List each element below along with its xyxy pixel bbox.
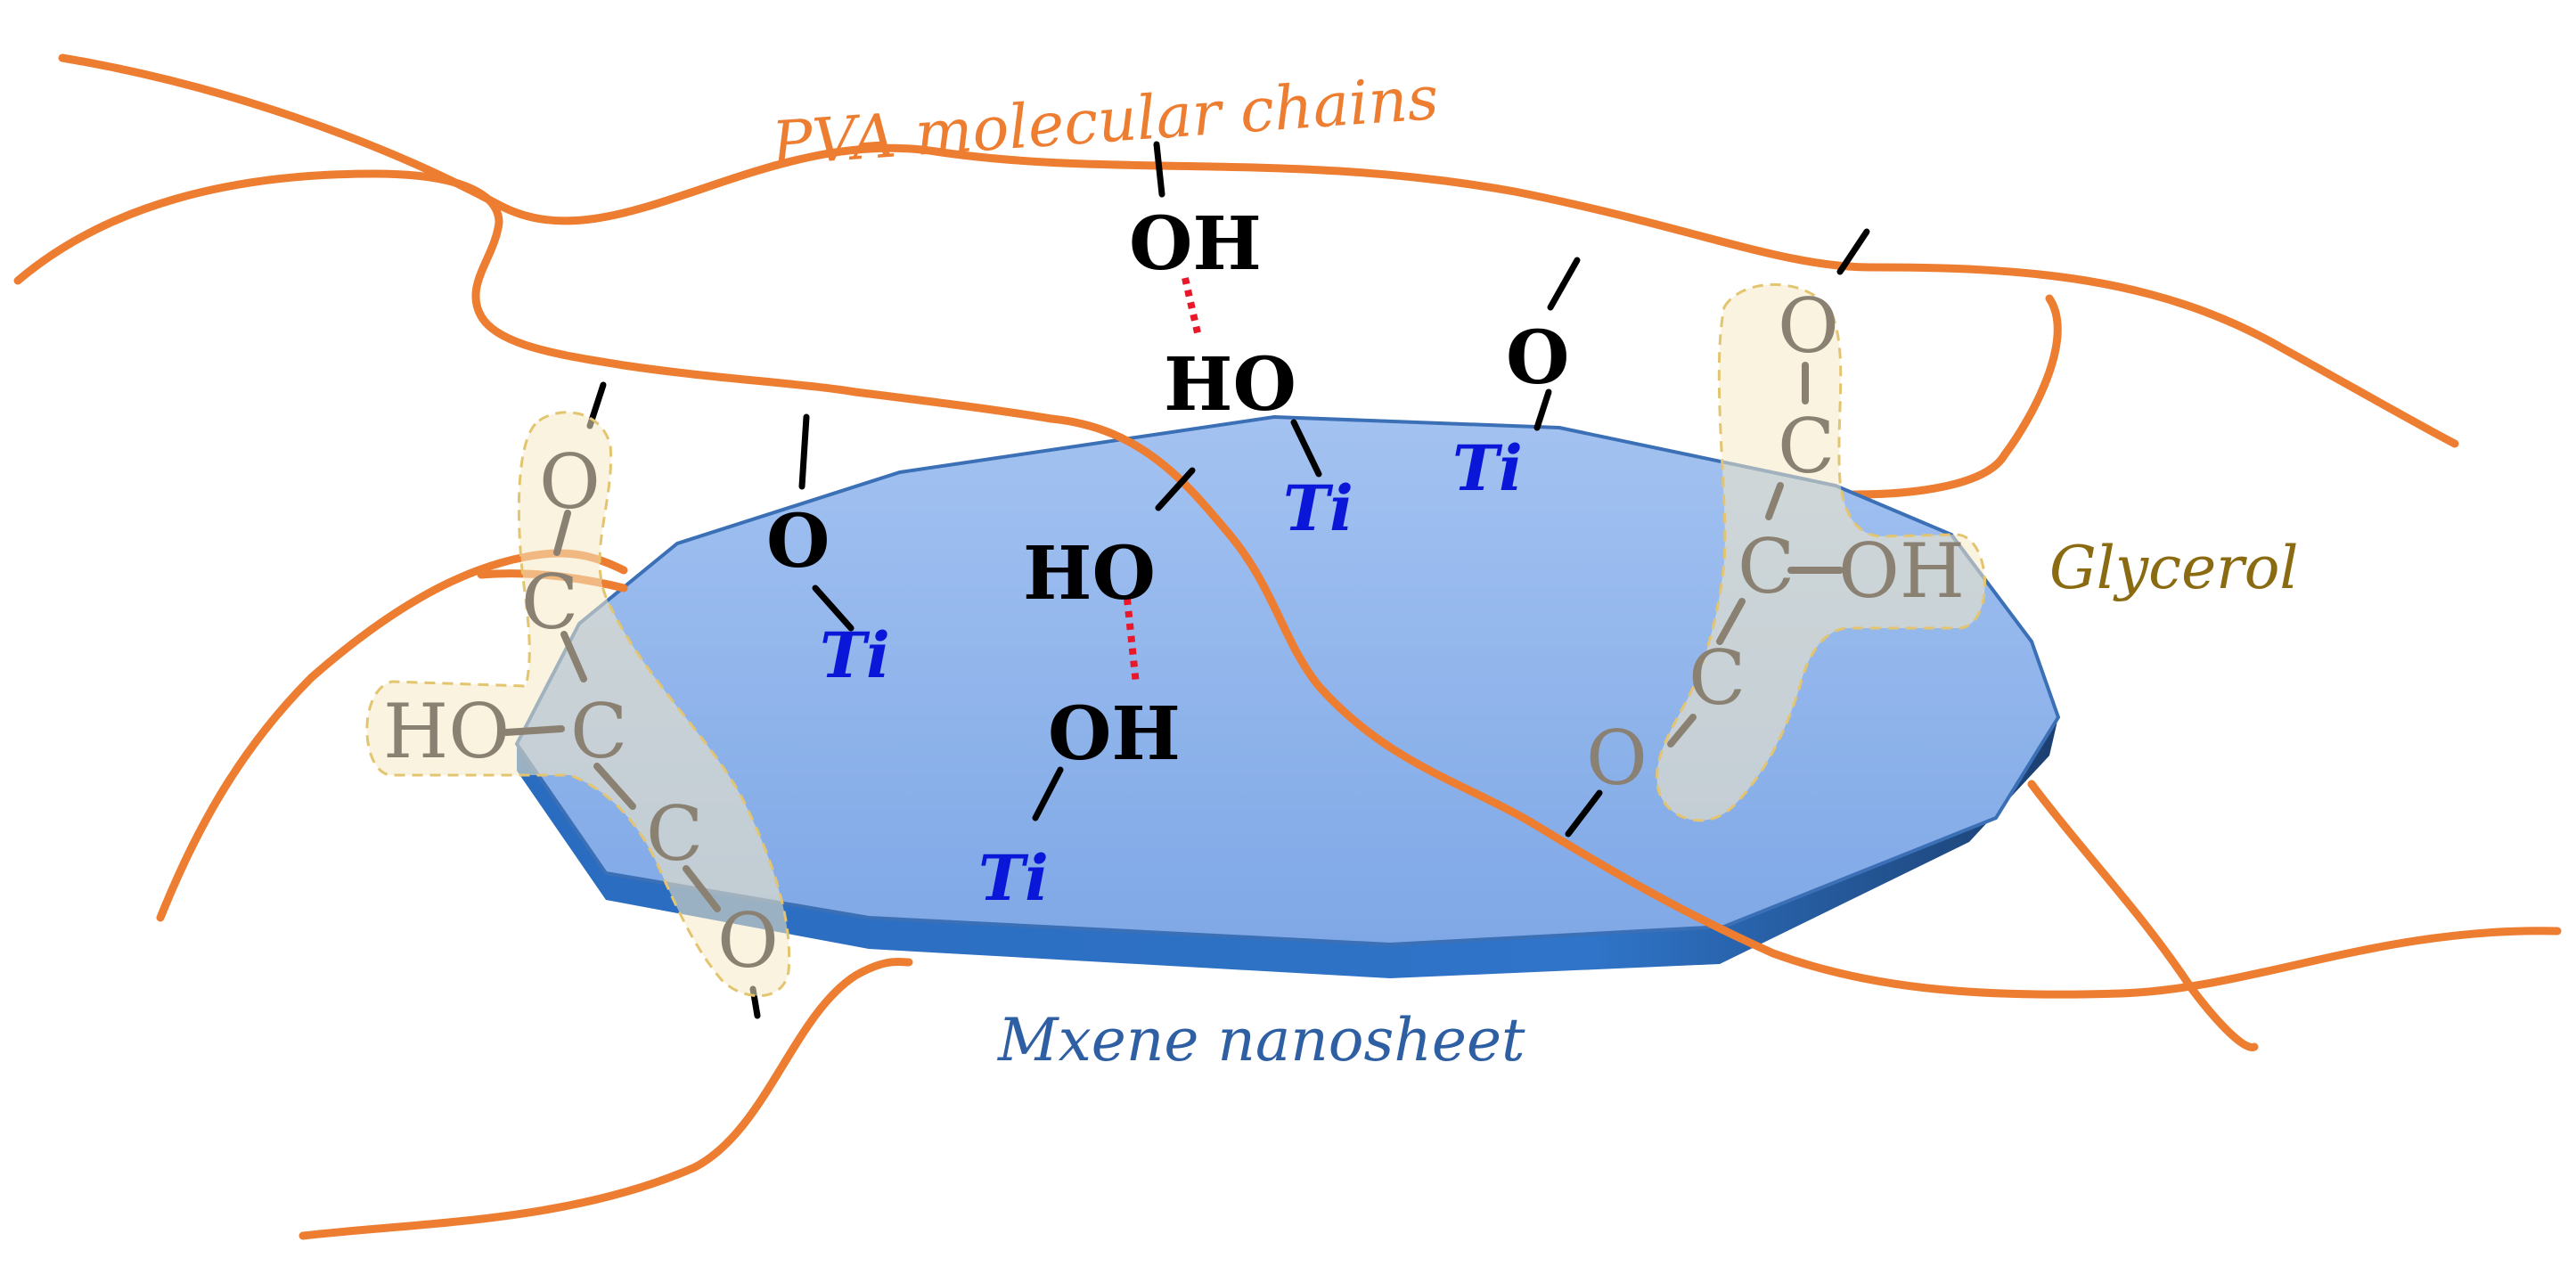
hydrogen-bond-lower [1124,598,1140,685]
atom-ho-middle: HO [1023,531,1156,617]
g-left-c2: C [570,688,627,775]
atom-oh-top: OH [1129,201,1262,287]
chemical-bonds [586,141,1870,1019]
pva-chain-lower-right [2027,780,2259,1051]
pva-chain-right-tail [1849,294,2062,499]
atom-oh-lower: OH [1048,691,1181,777]
pva-chain-main-diagonal [1047,414,2562,999]
g-right-c2: C [1738,523,1795,610]
bond-pva-o-center [1547,257,1581,311]
glycerol-right-bond-4 [1716,598,1746,645]
mxene-nanosheet [514,414,2061,978]
glycerol-highlight-left [365,411,791,998]
glycerol-highlight-right [1656,282,1986,822]
ti-label-left: Ti [820,618,890,692]
glycerol-atom-labels: O C HO C C O O C C OH C O [383,282,1965,985]
glycerol-right-bond-2 [1765,482,1784,520]
atom-o-left: O [766,499,830,584]
glycerol-left-bond-4 [683,865,721,912]
g-right-o-bottom: O [1586,715,1648,802]
bond-o-ti-left [812,584,855,632]
mxene-label: Mxene nanosheet [997,1006,1525,1075]
g-left-o-top: O [539,438,601,526]
glycerol-label: Glycerol [2049,534,2299,602]
g-left-o-bottom: O [717,897,779,985]
g-right-c3: C [1689,634,1746,722]
glycerol-left-bond-5 [503,725,565,736]
titanium-labels: Ti Ti Ti Ti [820,431,1523,915]
pva-chain-upper-left [13,169,1056,423]
glycerol-left-bond-3 [593,763,636,810]
bond-right-bottom-chain [1565,789,1603,838]
bond-right-top-chain [1836,228,1870,275]
mxene-sheet-top [514,414,2061,947]
atom-labels: OH HO O O HO OH [766,201,1569,777]
bond-pva-o-left [798,413,810,490]
ti-label-upper-right: Ti [1452,431,1523,505]
bond-ho-ti [1290,419,1322,478]
ti-label-upper-center: Ti [1283,471,1353,545]
atom-ho-upper: HO [1164,342,1296,428]
g-right-oh: OH [1838,527,1965,615]
bond-oh-ti-low [1032,766,1064,821]
g-right-o-top: O [1778,282,1839,370]
pva-chains-back [13,53,2459,1240]
bond-top-oh [1153,141,1165,198]
g-left-c1: C [521,559,578,646]
glycerol-molecule-right [1656,282,1986,822]
g-left-ho: HO [383,688,510,775]
glycerol-molecule-left [365,411,791,998]
bond-ho-ho [1155,467,1196,511]
atom-o-center: O [1506,315,1569,401]
pva-chain-upper-wave [58,53,2459,448]
pva-chain-bottom-left [298,957,913,1240]
hydrogen-bond-upper [1182,277,1202,338]
glycerol-right-bond-5 [1667,714,1697,748]
bond-o-ti-center [1533,388,1552,431]
glycerol-left-bond-2 [560,631,587,682]
ti-label-lower: Ti [978,841,1049,915]
glycerol-left-bond-1 [553,510,571,556]
g-right-c1: C [1778,403,1835,490]
g-left-c3: C [646,790,703,878]
